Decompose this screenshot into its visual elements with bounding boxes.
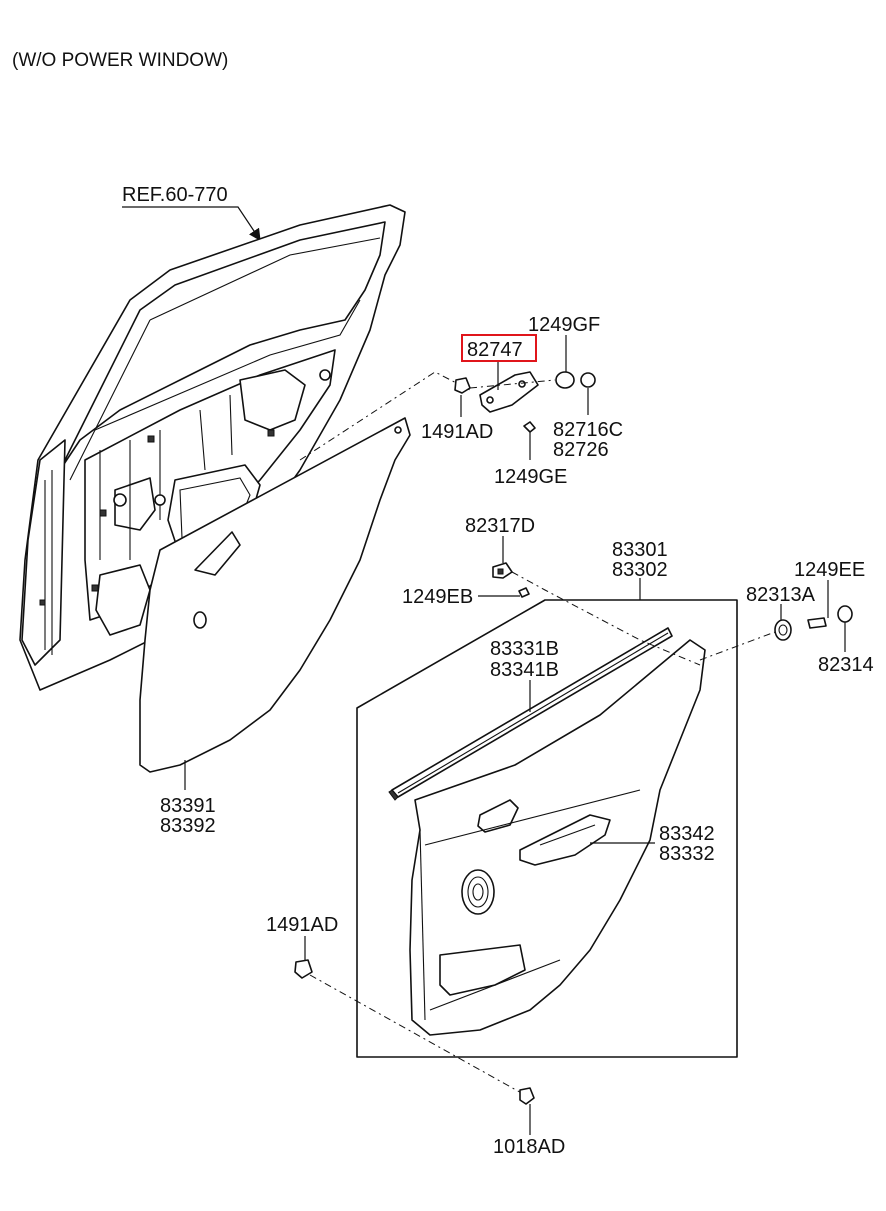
callout-82716c[interactable]: 82716C [553, 419, 623, 441]
grommet-82313a[interactable] [774, 619, 792, 641]
door-frame [19, 204, 406, 691]
cap-82314[interactable] [837, 605, 853, 623]
callout-82726[interactable]: 82726 [553, 439, 609, 461]
callout-82314[interactable]: 82314 [818, 654, 874, 676]
callout-83392[interactable]: 83392 [160, 815, 216, 837]
callout-1249eb[interactable]: 1249EB [402, 586, 473, 608]
screw-1249eb[interactable] [518, 587, 530, 598]
cap-82716c[interactable] [580, 372, 596, 388]
callout-1018ad[interactable]: 1018AD [493, 1136, 565, 1158]
callout-83341b[interactable]: 83341B [490, 659, 559, 681]
callout-1491ad-top[interactable]: 1491AD [421, 421, 493, 443]
bottom-guide-line [309, 974, 526, 1096]
callout-1249ge[interactable]: 1249GE [494, 466, 567, 488]
callout-83332[interactable]: 83332 [659, 843, 715, 865]
grommet-1249gf[interactable] [555, 371, 575, 389]
callout-82313a[interactable]: 82313A [746, 584, 816, 606]
door-trim-panel [409, 639, 706, 1036]
screw-1249ge[interactable] [523, 421, 536, 433]
callout-1491ad-bottom[interactable]: 1491AD [266, 914, 338, 936]
sealing-cover [139, 417, 411, 773]
callout-83342[interactable]: 83342 [659, 823, 715, 845]
clip-1491ad-bottom[interactable] [294, 959, 313, 979]
screw-1018ad[interactable] [519, 1087, 535, 1105]
clip-82317d[interactable] [492, 562, 513, 579]
subtitle: (W/O POWER WINDOW) [12, 50, 228, 71]
callout-83331b[interactable]: 83331B [490, 638, 559, 660]
ref-label[interactable]: REF.60-770 [122, 184, 228, 206]
callout-1249ee[interactable]: 1249EE [794, 559, 865, 581]
callout-1249gf[interactable]: 1249GF [528, 314, 600, 336]
handle-bracket-cluster [454, 371, 596, 433]
clip-guide-line [511, 571, 701, 666]
callout-82747[interactable]: 82747 [467, 339, 523, 361]
leader-lines [184, 335, 846, 1135]
bracket-82747[interactable] [479, 371, 539, 413]
highlight-box [461, 334, 537, 362]
panel-guide-line [699, 631, 776, 661]
callout-83302[interactable]: 83302 [612, 559, 668, 581]
callout-82317d[interactable]: 82317D [465, 515, 535, 537]
belt-weatherstrip [388, 627, 673, 801]
callout-83301[interactable]: 83301 [612, 539, 668, 561]
callout-83391[interactable]: 83391 [160, 795, 216, 817]
screw-1249ee[interactable] [807, 617, 827, 629]
frame-hole-icon [113, 493, 127, 507]
ref-arrow [122, 206, 261, 241]
trim-panel-box [356, 599, 738, 1058]
clip-1491ad-top[interactable] [454, 377, 471, 394]
